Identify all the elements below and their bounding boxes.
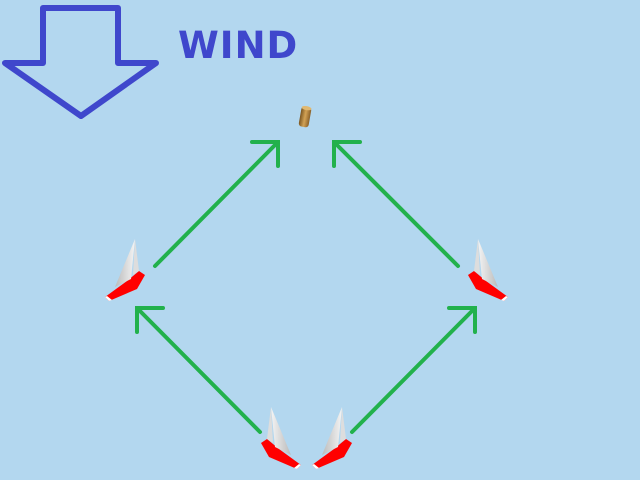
course-arrow-icon xyxy=(332,140,460,268)
sailboat-icon xyxy=(312,407,352,469)
sailboat-icon xyxy=(105,239,145,301)
course-arrow-icon xyxy=(135,306,262,434)
sailboat-icon xyxy=(261,407,301,469)
course-arrow-icon xyxy=(153,140,280,268)
buoy-icon xyxy=(298,105,312,128)
course-arrow-icon xyxy=(350,306,477,434)
sailboat-icon xyxy=(468,239,508,301)
wind-arrow-icon xyxy=(2,5,159,119)
wind-label: WIND xyxy=(178,24,299,67)
